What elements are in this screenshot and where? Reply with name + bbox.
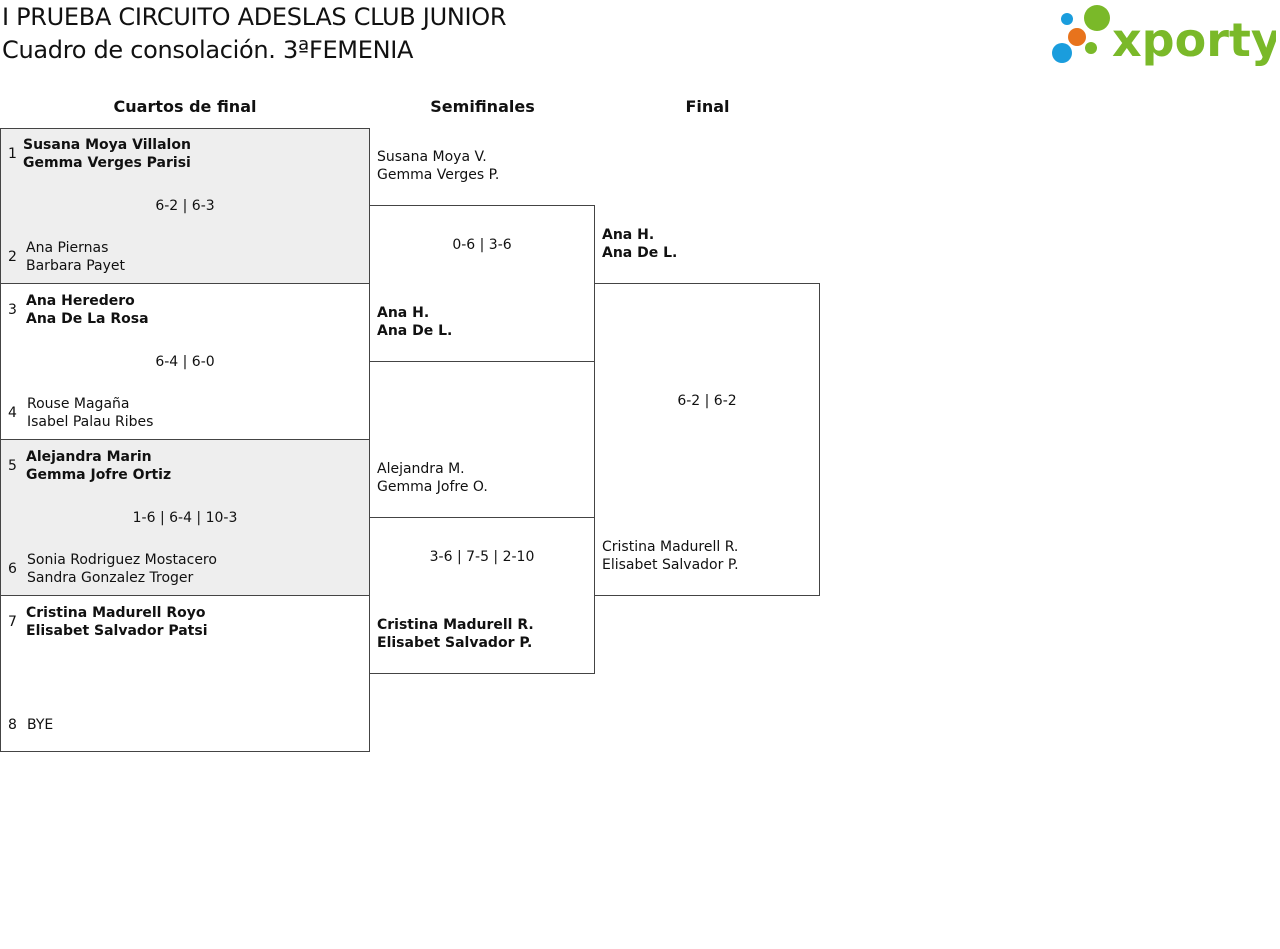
player-name: Ana H. bbox=[602, 227, 655, 243]
seed-number: 7 bbox=[8, 614, 17, 630]
seed-number: 3 bbox=[8, 302, 17, 318]
logo-blue-dot-small bbox=[1061, 13, 1073, 25]
team-entry: Ana H. Ana De L. bbox=[377, 304, 452, 340]
seed-number: 5 bbox=[8, 458, 17, 474]
page-title: I PRUEBA CIRCUITO ADESLAS CLUB JUNIOR bbox=[2, 3, 507, 31]
team-entry: Alejandra Marin Gemma Jofre Ortiz bbox=[26, 448, 171, 484]
team-entry: BYE bbox=[27, 716, 53, 734]
team-entry: Susana Moya Villalon Gemma Verges Parisi bbox=[23, 136, 191, 172]
round-header-semifinals: Semifinales bbox=[430, 97, 535, 116]
player-name: Cristina Madurell R. bbox=[602, 539, 739, 555]
seed-number: 4 bbox=[8, 405, 17, 421]
xporty-logo: xporty bbox=[1052, 5, 1276, 67]
quarterfinal-match-1 bbox=[0, 128, 370, 284]
player-name: Elisabet Salvador P. bbox=[377, 635, 533, 651]
team-entry: Alejandra M. Gemma Jofre O. bbox=[377, 460, 488, 496]
player-name: Gemma Verges P. bbox=[377, 167, 500, 183]
player-name: Alejandra M. bbox=[377, 461, 465, 477]
match-score: 6-2 | 6-2 bbox=[677, 393, 737, 409]
team-entry: Sonia Rodriguez Mostacero Sandra Gonzale… bbox=[27, 551, 217, 587]
team-entry: Cristina Madurell R. Elisabet Salvador P… bbox=[602, 538, 739, 574]
player-name: Sonia Rodriguez Mostacero bbox=[27, 552, 217, 568]
seed-number: 6 bbox=[8, 561, 17, 577]
team-entry: Cristina Madurell Royo Elisabet Salvador… bbox=[26, 604, 208, 640]
player-name: Alejandra Marin bbox=[26, 449, 152, 465]
player-name: Cristina Madurell Royo bbox=[26, 605, 206, 621]
team-entry: Ana Heredero Ana De La Rosa bbox=[26, 292, 149, 328]
final-match bbox=[594, 283, 820, 596]
logo-green-dot bbox=[1084, 5, 1110, 31]
team-entry: Cristina Madurell R. Elisabet Salvador P… bbox=[377, 616, 534, 652]
player-name: Ana Heredero bbox=[26, 293, 135, 309]
player-name: Rouse Magaña bbox=[27, 396, 130, 412]
logo-orange-dot bbox=[1068, 28, 1086, 46]
player-name: Ana Piernas bbox=[26, 240, 109, 256]
player-name: Ana De La Rosa bbox=[26, 311, 149, 327]
player-name: Elisabet Salvador P. bbox=[602, 557, 739, 573]
match-score: 6-2 | 6-3 bbox=[155, 198, 215, 214]
logo-green-dot-small bbox=[1085, 42, 1097, 54]
round-header-final: Final bbox=[685, 97, 730, 116]
player-name: Gemma Verges Parisi bbox=[23, 155, 191, 171]
player-name: Elisabet Salvador Patsi bbox=[26, 623, 208, 639]
player-name: Gemma Jofre O. bbox=[377, 479, 488, 495]
player-name: Ana H. bbox=[377, 305, 430, 321]
player-name: Barbara Payet bbox=[26, 258, 125, 274]
seed-number: 1 bbox=[8, 146, 17, 162]
player-name: Ana De L. bbox=[377, 323, 453, 339]
player-name: Susana Moya Villalon bbox=[23, 137, 191, 153]
quarterfinal-match-3 bbox=[0, 439, 370, 596]
team-entry: Ana Piernas Barbara Payet bbox=[26, 239, 125, 275]
match-score: 0-6 | 3-6 bbox=[452, 237, 512, 253]
player-name: BYE bbox=[27, 717, 54, 733]
logo-text: xporty bbox=[1112, 13, 1276, 67]
team-entry: Ana H. Ana De L. bbox=[602, 226, 677, 262]
page-subtitle: Cuadro de consolación. 3ªFEMENIA bbox=[2, 36, 414, 64]
team-entry: Susana Moya V. Gemma Verges P. bbox=[377, 148, 499, 184]
player-name: Gemma Jofre Ortiz bbox=[26, 467, 172, 483]
team-entry: Rouse Magaña Isabel Palau Ribes bbox=[27, 395, 153, 431]
player-name: Ana De L. bbox=[602, 245, 678, 261]
round-header-quarterfinals: Cuartos de final bbox=[113, 97, 257, 116]
match-score: 3-6 | 7-5 | 2-10 bbox=[429, 549, 535, 565]
player-name: Isabel Palau Ribes bbox=[27, 414, 154, 430]
logo-blue-dot bbox=[1052, 43, 1072, 63]
match-score: 1-6 | 6-4 | 10-3 bbox=[132, 510, 238, 526]
player-name: Sandra Gonzalez Troger bbox=[27, 570, 194, 586]
seed-number: 2 bbox=[8, 249, 17, 265]
seed-number: 8 bbox=[8, 717, 17, 733]
player-name: Cristina Madurell R. bbox=[377, 617, 534, 633]
match-score: 6-4 | 6-0 bbox=[155, 354, 215, 370]
player-name: Susana Moya V. bbox=[377, 149, 487, 165]
